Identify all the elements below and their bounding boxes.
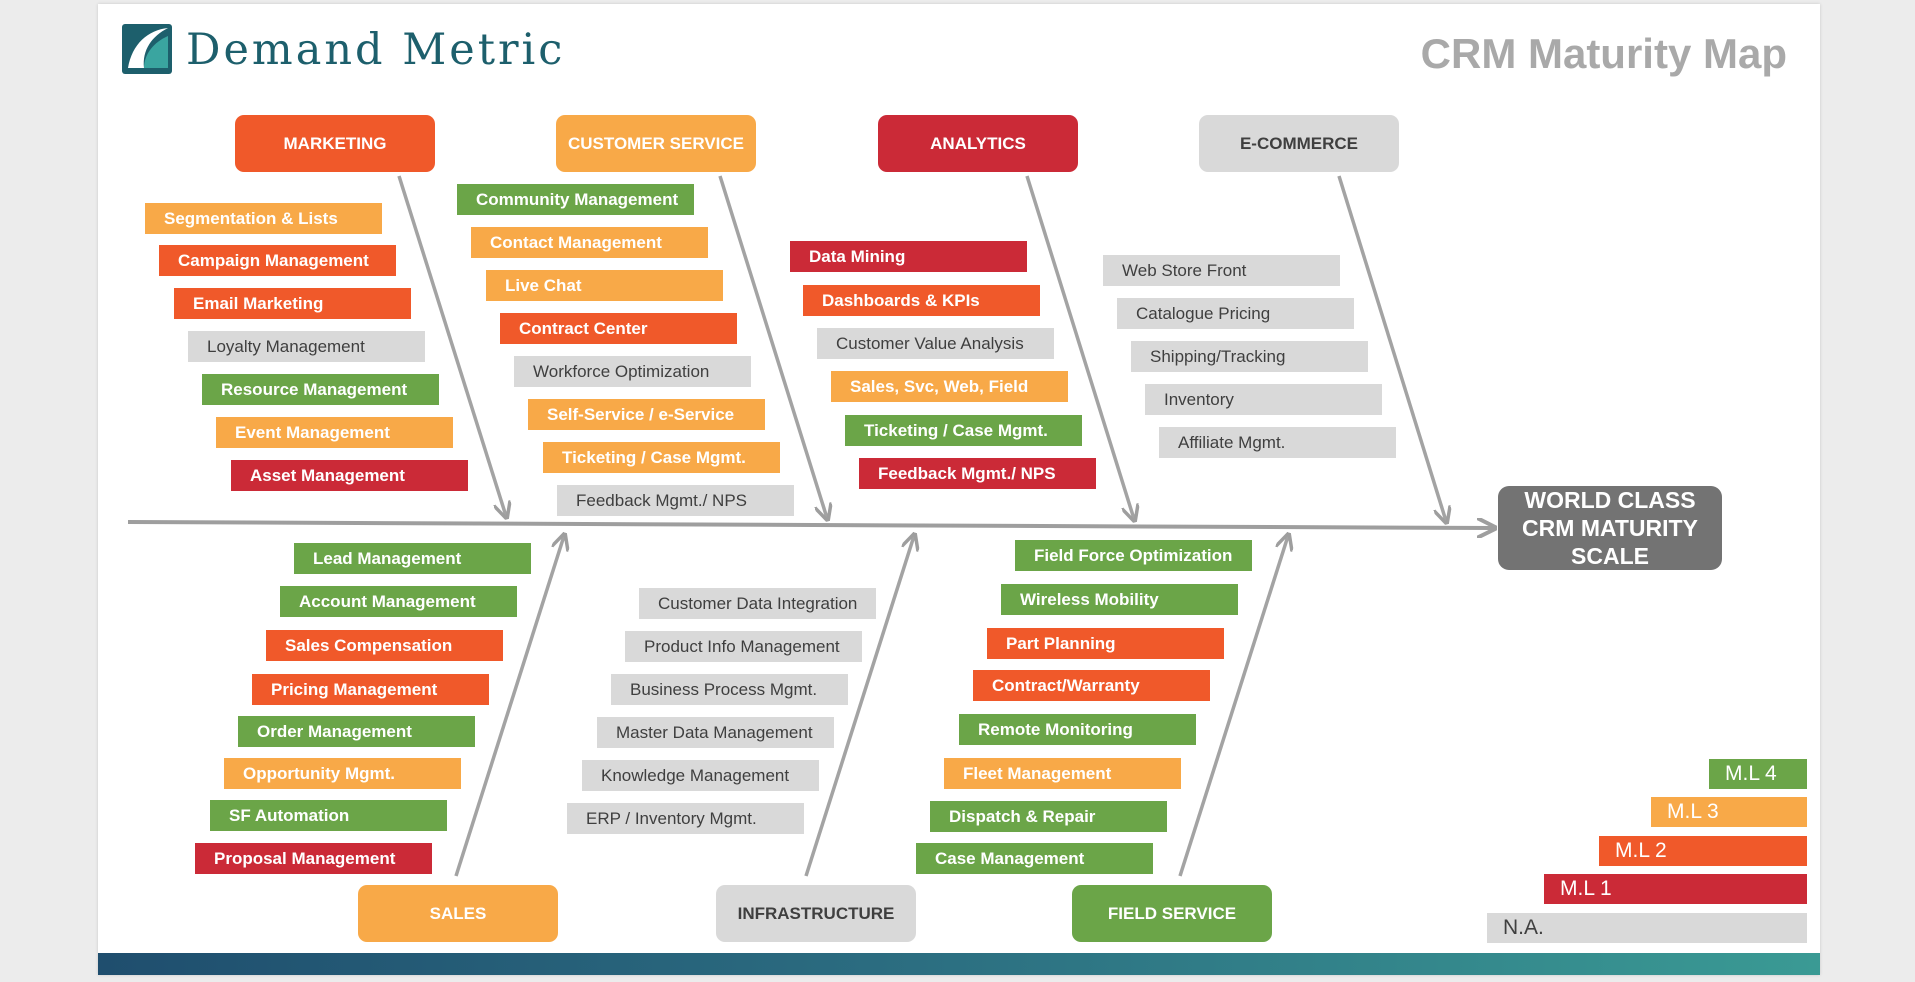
item-dispatch-repair: Dispatch & Repair (930, 801, 1167, 832)
customer-service-bone (718, 175, 827, 518)
world-class-maturity-scale: WORLD CLASS CRM MATURITY SCALE (1498, 486, 1722, 570)
item-workforce-optimization: Workforce Optimization (514, 356, 751, 387)
item-fleet-management: Fleet Management (944, 758, 1181, 789)
item-case-management: Case Management (916, 843, 1153, 874)
item-loyalty-management: Loyalty Management (188, 331, 425, 362)
category-ecommerce: E-COMMERCE (1199, 115, 1399, 172)
item-catalogue-pricing: Catalogue Pricing (1117, 298, 1354, 329)
page-title: CRM Maturity Map (1420, 30, 1787, 77)
brand-name: Demand Metric (186, 25, 566, 75)
item-event-management: Event Management (216, 417, 453, 448)
item-data-mining: Data Mining (790, 241, 1027, 272)
item-contract-warranty: Contract/Warranty (973, 670, 1210, 701)
item-email-marketing: Email Marketing (174, 288, 411, 319)
category-marketing: MARKETING (235, 115, 435, 172)
item-sales-svc-web-field: Sales, Svc, Web, Field (831, 371, 1068, 402)
legend-ml2: M.L 2 (1599, 836, 1807, 866)
item-affiliate-mgmt: Affiliate Mgmt. (1159, 427, 1396, 458)
item-proposal-management: Proposal Management (195, 843, 432, 874)
item-account-management: Account Management (280, 586, 517, 617)
item-contract-center: Contract Center (500, 313, 737, 344)
item-community-management: Community Management (457, 184, 694, 215)
item-erp-inventory-mgmt: ERP / Inventory Mgmt. (567, 803, 804, 834)
category-analytics: ANALYTICS (878, 115, 1078, 172)
item-knowledge-management: Knowledge Management (582, 760, 819, 791)
item-sales-compensation: Sales Compensation (266, 630, 503, 661)
legend-ml1: M.L 1 (1544, 874, 1807, 904)
marketing-bone (397, 175, 506, 516)
item-field-force-optimization: Field Force Optimization (1015, 540, 1252, 571)
item-shipping-tracking: Shipping/Tracking (1131, 341, 1368, 372)
item-resource-management: Resource Management (202, 374, 439, 405)
item-product-info-management: Product Info Management (625, 631, 862, 662)
item-sf-automation: SF Automation (210, 800, 447, 831)
ecommerce-bone (1337, 175, 1446, 521)
fishbone-arrows (127, 175, 1820, 877)
item-part-planning: Part Planning (987, 628, 1224, 659)
legend-ml4: M.L 4 (1709, 759, 1807, 789)
item-customer-data-integration: Customer Data Integration (639, 588, 876, 619)
item-asset-management: Asset Management (231, 460, 468, 491)
item-pricing-management: Pricing Management (252, 674, 489, 705)
legend-na: N.A. (1487, 913, 1807, 943)
item-web-store-front: Web Store Front (1103, 255, 1340, 286)
crm-maturity-map-slide: Demand Metric CRM Maturity Map MARKETING… (98, 4, 1820, 975)
category-infrastructure: INFRASTRUCTURE (716, 885, 916, 942)
category-field-service: FIELD SERVICE (1072, 885, 1272, 942)
item-lead-management: Lead Management (294, 543, 531, 574)
infrastructure-bone (804, 536, 914, 877)
item-feedback-mgmt-nps: Feedback Mgmt./ NPS (557, 485, 794, 516)
item-contact-management: Contact Management (471, 227, 708, 258)
item-business-process-mgmt: Business Process Mgmt. (611, 674, 848, 705)
item-wireless-mobility: Wireless Mobility (1001, 584, 1238, 615)
item-inventory: Inventory (1145, 384, 1382, 415)
item-ticketing-case-mgmt-analytics: Ticketing / Case Mgmt. (845, 415, 1082, 446)
demand-metric-logo-icon (122, 24, 172, 74)
legend-ml3: M.L 3 (1651, 797, 1807, 827)
item-dashboards-kpis: Dashboards & KPIs (803, 285, 1040, 316)
item-opportunity-mgmt: Opportunity Mgmt. (224, 758, 461, 789)
item-feedback-mgmt-nps-analytics: Feedback Mgmt./ NPS (859, 458, 1096, 489)
item-ticketing-case-mgmt: Ticketing / Case Mgmt. (543, 442, 780, 473)
item-remote-monitoring: Remote Monitoring (959, 714, 1196, 745)
footer-color-bar (98, 953, 1820, 975)
item-self-service: Self-Service / e-Service (528, 399, 765, 430)
category-sales: SALES (358, 885, 558, 942)
sales-bone (454, 536, 564, 877)
spine-arrow (127, 522, 1493, 528)
item-segmentation-lists: Segmentation & Lists (145, 203, 382, 234)
item-master-data-management: Master Data Management (597, 717, 834, 748)
analytics-bone (1025, 175, 1134, 519)
item-customer-value-analysis: Customer Value Analysis (817, 328, 1054, 359)
item-campaign-management: Campaign Management (159, 245, 396, 276)
item-live-chat: Live Chat (486, 270, 723, 301)
field-service-bone (1178, 536, 1288, 877)
category-customer-service: CUSTOMER SERVICE (556, 115, 756, 172)
item-order-management: Order Management (238, 716, 475, 747)
